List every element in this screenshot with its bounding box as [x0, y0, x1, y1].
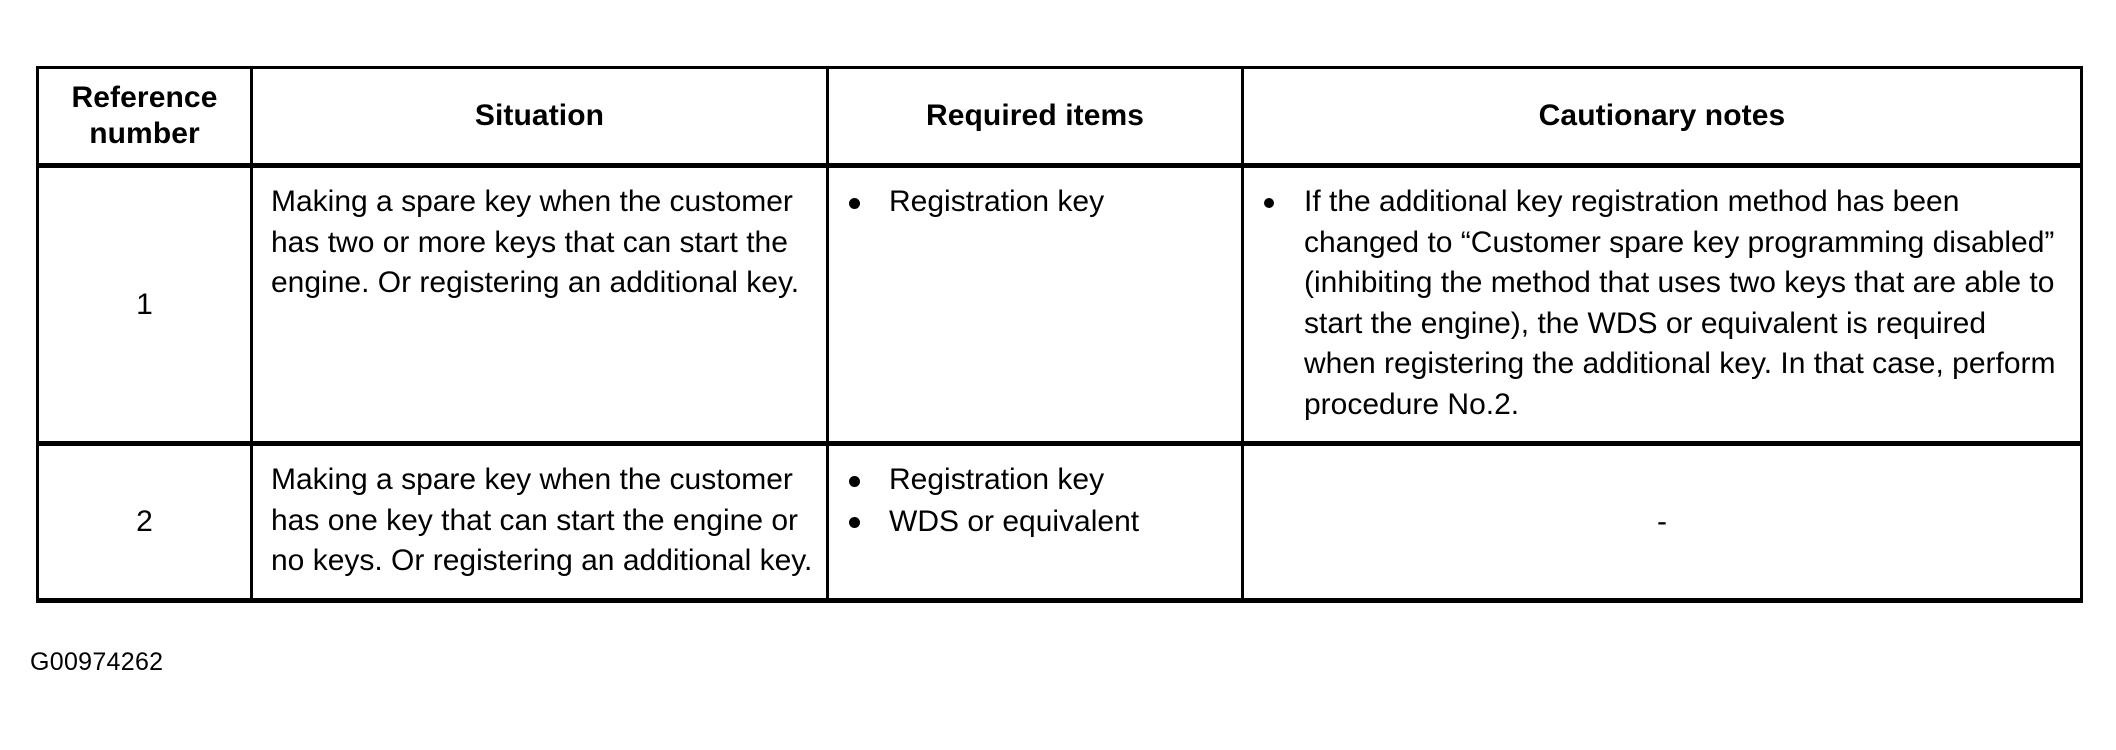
column-header-reference-number-line2: number [89, 117, 200, 150]
cell-cautionary-notes: - [1241, 443, 2083, 603]
required-items-list: Registration key [839, 182, 1231, 223]
bullet-icon [849, 197, 860, 209]
table-header: Reference number Situation Required item… [36, 66, 2083, 168]
table-row: 1 Making a spare key when the customer h… [36, 165, 2083, 446]
list-item-label: If the additional key registration metho… [1304, 185, 2056, 421]
column-header-reference-number-line1: Reference [71, 81, 218, 114]
empty-value-dash: - [1657, 504, 1667, 538]
list-item: WDS or equivalent [839, 502, 1231, 543]
column-header-cautionary-notes: Cautionary notes [1241, 66, 2083, 168]
situation-text: Making a spare key when the customer has… [271, 185, 800, 299]
list-item-label: Registration key [889, 463, 1105, 496]
required-items-list: Registration key WDS or equivalent [839, 460, 1231, 542]
figure-caption: G00974262 [30, 648, 164, 676]
list-item: Registration key [839, 460, 1231, 501]
table-row: 2 Making a spare key when the customer h… [36, 443, 2083, 603]
column-header-required-items: Required items [826, 66, 1244, 168]
list-item-label: Registration key [889, 185, 1105, 218]
cell-situation: Making a spare key when the customer has… [250, 443, 829, 603]
bullet-icon [1264, 198, 1274, 209]
list-item: Registration key [839, 182, 1231, 223]
cell-required-items: Registration key [826, 165, 1244, 446]
table-body: 1 Making a spare key when the customer h… [36, 165, 2083, 603]
list-item-label: WDS or equivalent [889, 504, 1140, 538]
cell-situation: Making a spare key when the customer has… [250, 165, 829, 446]
cell-required-items: Registration key WDS or equivalent [826, 443, 1244, 603]
cell-reference-number: 1 [36, 165, 253, 446]
situation-text: Making a spare key when the customer has… [271, 463, 813, 577]
cautionary-notes-list: If the additional key registration metho… [1256, 182, 2066, 425]
column-header-situation: Situation [250, 66, 829, 168]
key-registration-reference-table: Reference number Situation Required item… [36, 66, 2083, 603]
bullet-icon [849, 475, 860, 487]
list-item: If the additional key registration metho… [1256, 182, 2066, 425]
cell-reference-number: 2 [36, 443, 253, 603]
table-header-row: Reference number Situation Required item… [36, 66, 2083, 168]
cell-cautionary-notes: If the additional key registration metho… [1241, 165, 2083, 446]
column-header-reference-number: Reference number [36, 66, 253, 168]
bullet-icon [849, 517, 860, 529]
